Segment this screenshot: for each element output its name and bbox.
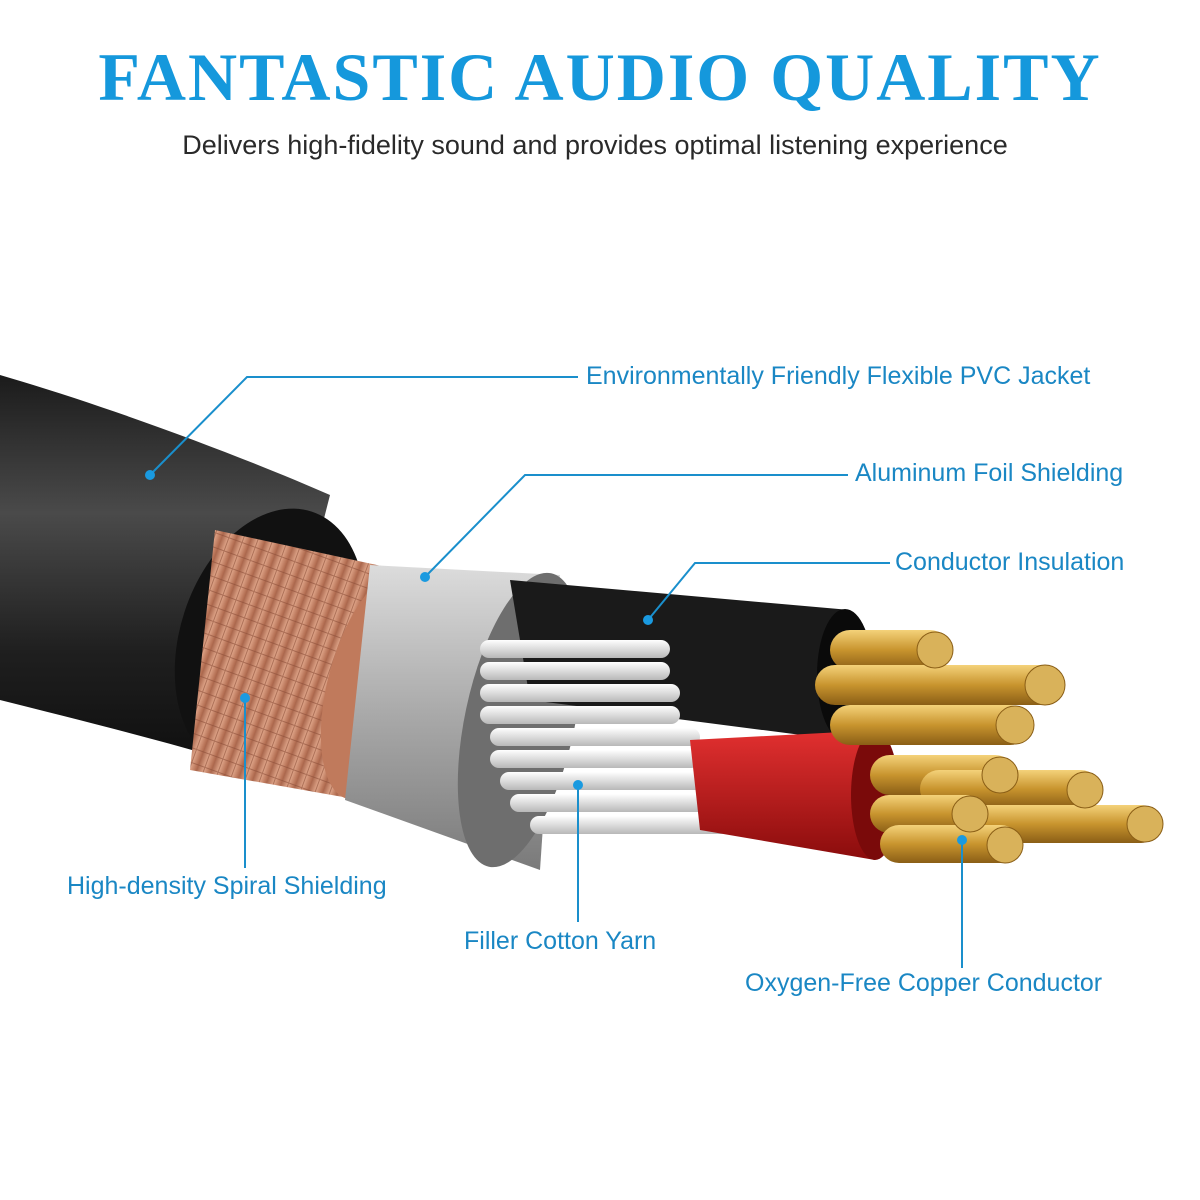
callout-aluminum-foil: Aluminum Foil Shielding bbox=[855, 459, 1124, 487]
callout-copper-conductor: Oxygen-Free Copper Conductor bbox=[745, 969, 1103, 997]
callout-spiral-shielding: High-density Spiral Shielding bbox=[67, 872, 387, 900]
callout-conductor-insulation: Conductor Insulation bbox=[895, 548, 1125, 576]
callout-pvc-jacket: Environmentally Friendly Flexible PVC Ja… bbox=[586, 362, 1091, 390]
page-subtitle: Delivers high-fidelity sound and provide… bbox=[182, 130, 1008, 160]
page-title: FANTASTIC AUDIO QUALITY bbox=[98, 39, 1102, 115]
callout-filler-yarn: Filler Cotton Yarn bbox=[464, 927, 657, 955]
